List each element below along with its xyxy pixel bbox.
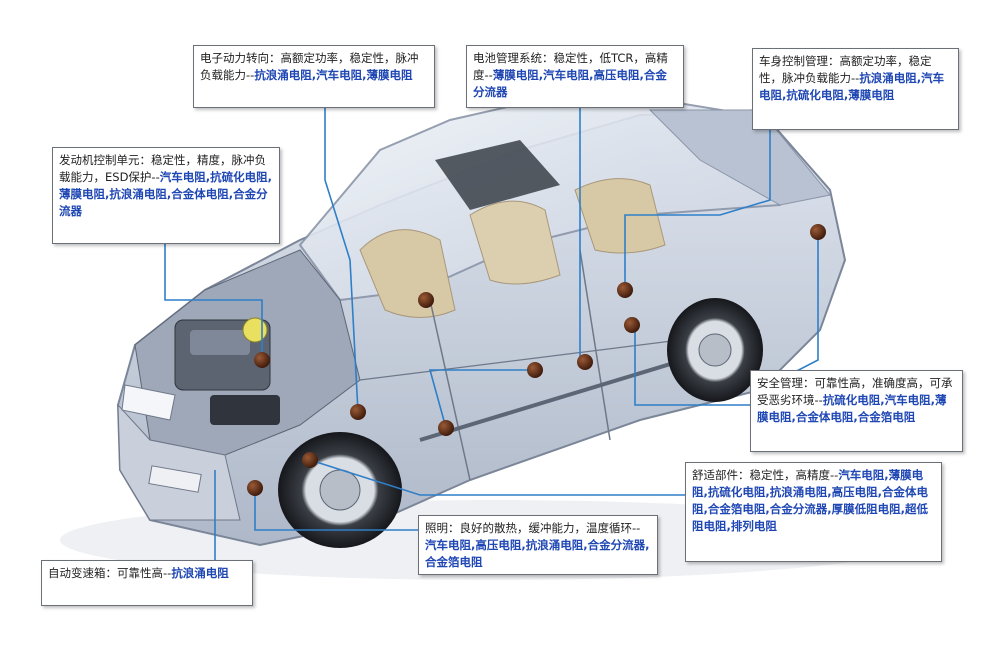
- callout-engine-highlight: 汽车电阻,抗硫化电阻,薄膜电阻,抗浪涌电阻,合金体电阻,合金分流器: [59, 170, 272, 218]
- callout-transmission: 自动变速箱：可靠性高--抗浪涌电阻: [41, 560, 253, 606]
- marker-front: [247, 480, 263, 496]
- leader-safety-c: [428, 369, 540, 429]
- marker-steering: [350, 404, 366, 420]
- callout-lighting-highlight: 汽车电阻,高压电阻,抗浪涌电阻,合金分流器,合金箔电阻: [425, 538, 650, 569]
- callout-safety: 安全管理：可靠性高，准确度高，可承受恶劣环境--抗硫化电阻,汽车电阻,薄膜电阻,…: [750, 370, 963, 452]
- marker-safety: [624, 317, 640, 333]
- callout-body-control: 车身控制管理：高额定功率，稳定性，脉冲负载能力--抗浪涌电阻,汽车电阻,抗硫化电…: [752, 48, 959, 130]
- callout-comfort-text: 舒适部件：稳定性，高精度--: [692, 468, 839, 482]
- callout-engine-text: 发动机控制单元：稳定性，精度，脉冲负载能力，ESD保护--: [59, 153, 266, 184]
- marker-seat: [438, 420, 454, 436]
- callout-lighting: 照明：良好的散热，缓冲能力，温度循环-- 汽车电阻,高压电阻,抗浪涌电阻,合金分流…: [418, 515, 658, 575]
- callout-battery: 电池管理系统：稳定性，低TCR，高精度--薄膜电阻,汽车电阻,高压电阻,合金分流…: [466, 45, 684, 108]
- callout-safety-highlight: 抗硫化电阻,汽车电阻,薄膜电阻,合金体电阻,合金箔电阻: [757, 393, 947, 424]
- marker-comfort: [302, 452, 318, 468]
- rear-wheel: [667, 298, 763, 402]
- marker-engine: [254, 352, 270, 368]
- callout-lighting-text: 照明：良好的散热，缓冲能力，温度循环--: [425, 521, 641, 535]
- callout-comfort-highlight: 汽车电阻,薄膜电阻,抗硫化电阻,抗浪涌电阻,高压电阻,合金体电阻,合金箔电阻,合…: [692, 468, 928, 533]
- callout-transmission-highlight: 抗浪涌电阻: [171, 566, 229, 580]
- marker-battery-b: [577, 354, 593, 370]
- marker-lighting: [418, 292, 434, 308]
- callout-transmission-text: 自动变速箱：可靠性高--: [48, 566, 172, 580]
- component-markers: [247, 224, 826, 496]
- callout-battery-text: 电池管理系统：稳定性，低TCR，高精度--: [473, 51, 668, 82]
- leader-steering: [324, 108, 359, 413]
- leader-engine: [164, 244, 263, 360]
- callout-engine: 发动机控制单元：稳定性，精度，脉冲负载能力，ESD保护--汽车电阻,抗硫化电阻,…: [52, 147, 280, 244]
- leader-safety-a: [634, 325, 760, 406]
- marker-battery-a: [527, 362, 543, 378]
- leader-lines: [164, 108, 819, 560]
- callout-steering-text: 电子动力转向：高额定功率，稳定性，脉冲负载能力--: [200, 51, 419, 82]
- leader-comfort: [309, 459, 685, 496]
- callout-body-control-highlight: 抗浪涌电阻,汽车电阻,抗硫化电阻,薄膜电阻: [759, 71, 945, 102]
- callout-steering: 电子动力转向：高额定功率，稳定性，脉冲负载能力--抗浪涌电阻,汽车电阻,薄膜电阻: [193, 45, 435, 108]
- marker-body-a: [617, 282, 633, 298]
- callout-safety-text: 安全管理：可靠性高，准确度高，可承受恶劣环境--: [757, 376, 953, 407]
- leader-body-control: [624, 130, 771, 290]
- callout-comfort: 舒适部件：稳定性，高精度--汽车电阻,薄膜电阻,抗硫化电阻,抗浪涌电阻,高压电阻…: [685, 462, 942, 562]
- callout-steering-highlight: 抗浪涌电阻,汽车电阻,薄膜电阻: [254, 68, 413, 82]
- callout-battery-highlight: 薄膜电阻,汽车电阻,高压电阻,合金分流器: [473, 68, 667, 99]
- marker-rear: [810, 224, 826, 240]
- callout-body-control-text: 车身控制管理：高额定功率，稳定性，脉冲负载能力--: [759, 54, 932, 85]
